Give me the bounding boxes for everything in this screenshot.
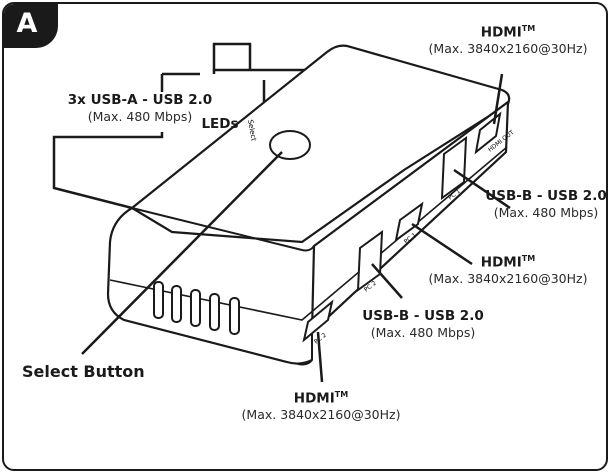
select-button-label: Select Button (22, 362, 162, 382)
hdmi-mid-label: HDMITM (Max. 3840x2160@30Hz) (418, 254, 598, 287)
hdmi-bottom-label: HDMITM (Max. 3840x2160@30Hz) (228, 390, 414, 423)
figure-badge-letter: A (16, 8, 38, 39)
select-button-shape (269, 130, 311, 160)
figure-badge: A (4, 4, 58, 48)
select-button-title: Select Button (22, 362, 145, 381)
hdmi-mid-subtitle: (Max. 3840x2160@30Hz) (428, 271, 588, 287)
usb-a-title: 3x USB-A - USB 2.0 (67, 92, 213, 108)
usb-b-right-subtitle: (Max. 480 Mbps) (493, 204, 599, 220)
leds-title: LEDs (201, 116, 239, 132)
hdmi-mid-title: HDMI (480, 254, 522, 271)
hdmi-top-label: HDMITM (Max. 3840x2160@30Hz) (418, 24, 598, 57)
usb-b-mid-title: USB-B - USB 2.0 (362, 308, 484, 324)
usb-a-subtitle: (Max. 480 Mbps) (87, 108, 193, 124)
leds-label: LEDs (200, 116, 240, 133)
hdmi-port-pc1 (394, 201, 424, 243)
usb-b-port-pc1 (440, 135, 468, 201)
device-pc2-print-2: PC 2 (313, 332, 328, 346)
hdmi-mid-tm: TM (521, 254, 536, 263)
hdmi-port-pc2 (302, 299, 334, 343)
usb-a-label: 3x USB-A - USB 2.0 (Max. 480 Mbps) (50, 92, 230, 125)
usb-b-right-label: USB-B - USB 2.0 (Max. 480 Mbps) (478, 188, 607, 221)
hdmi-top-tm: TM (521, 24, 536, 33)
device-select-print: Select (246, 119, 258, 142)
hdmi-bottom-tm: TM (334, 390, 349, 399)
hdmi-bottom-title: HDMI (293, 390, 335, 407)
callout-leader-lines (81, 73, 511, 383)
hdmi-bottom-subtitle: (Max. 3840x2160@30Hz) (241, 407, 401, 423)
device-illustration: Select HDMI OUT PC 1 PC 1 PC 2 PC 2 (52, 42, 516, 383)
usb-b-mid-subtitle: (Max. 480 Mbps) (370, 324, 476, 340)
usb-b-mid-label: USB-B - USB 2.0 (Max. 480 Mbps) (348, 308, 498, 341)
usb-b-right-title: USB-B - USB 2.0 (485, 188, 607, 204)
hdmi-top-subtitle: (Max. 3840x2160@30Hz) (428, 41, 588, 57)
hdmi-top-title: HDMI (480, 24, 522, 41)
vent-slots (153, 281, 240, 335)
